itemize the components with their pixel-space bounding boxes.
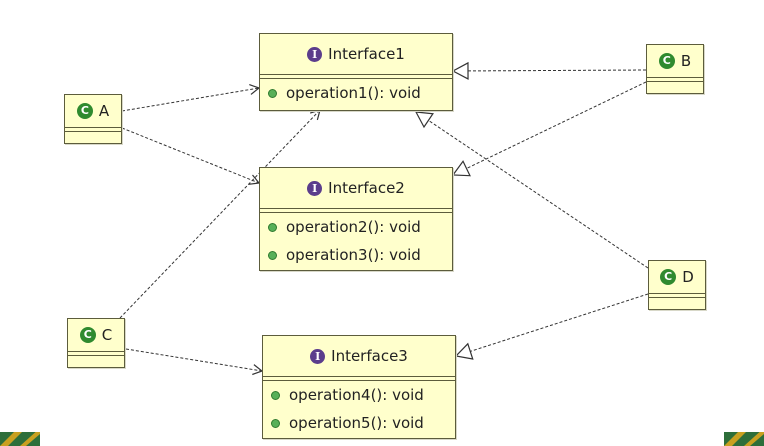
- class-b-box[interactable]: C B: [646, 44, 704, 94]
- dependency-a-to-interface2: [121, 127, 261, 185]
- realization-b-to-interface2: [451, 81, 647, 177]
- interface3-header: I Interface3: [263, 336, 455, 377]
- dependency-c-to-interface1: [119, 109, 321, 319]
- attribute-compartment: [68, 352, 124, 356]
- class-d-box[interactable]: C D: [648, 260, 706, 310]
- interface3-name: Interface3: [331, 347, 408, 365]
- corner-decoration-right: [724, 432, 764, 446]
- operation-row[interactable]: operation2(): void: [260, 213, 452, 241]
- corner-decoration-left: [0, 432, 40, 446]
- interface2-name: Interface2: [328, 179, 405, 197]
- attribute-compartment: [649, 294, 705, 298]
- class-a-box[interactable]: C A: [64, 94, 122, 144]
- realization-d-to-interface3: [454, 293, 649, 360]
- realization-b-to-interface1: [451, 61, 647, 80]
- class-c-name: C: [101, 326, 113, 344]
- attribute-compartment: [260, 75, 452, 79]
- operation-label: operation1(): void: [286, 84, 421, 102]
- interface2-header: I Interface2: [260, 168, 452, 209]
- interface3-box[interactable]: I Interface3 operation4(): void operatio…: [262, 335, 456, 439]
- class-b-name: B: [680, 52, 692, 70]
- public-method-icon: [268, 88, 277, 98]
- interface2-box[interactable]: I Interface2 operation2(): void operatio…: [259, 167, 453, 271]
- attribute-compartment: [647, 78, 703, 82]
- operation-row[interactable]: operation1(): void: [260, 79, 452, 107]
- interface-icon: I: [307, 180, 323, 196]
- interface1-header: I Interface1: [260, 34, 452, 75]
- operation-row[interactable]: operation4(): void: [263, 381, 455, 409]
- class-d-header: C D: [649, 261, 705, 294]
- interface-icon: I: [307, 46, 323, 62]
- operation-label: operation3(): void: [286, 246, 421, 264]
- public-method-icon: [268, 222, 277, 232]
- class-d-name: D: [682, 268, 694, 286]
- operation-label: operation4(): void: [289, 386, 424, 404]
- dependency-a-to-interface1: [121, 83, 261, 112]
- attribute-compartment: [260, 209, 452, 213]
- interface-icon: I: [310, 348, 326, 364]
- operation-label: operation2(): void: [286, 218, 421, 236]
- operation-label: operation5(): void: [289, 414, 424, 432]
- operation-row[interactable]: operation5(): void: [263, 409, 455, 437]
- interface1-box[interactable]: I Interface1 operation1(): void: [259, 33, 453, 111]
- public-method-icon: [268, 250, 277, 260]
- public-method-icon: [271, 390, 280, 400]
- class-a-name: A: [98, 102, 110, 120]
- class-icon: C: [660, 269, 677, 285]
- class-icon: C: [79, 327, 96, 343]
- class-b-header: C B: [647, 45, 703, 78]
- public-method-icon: [271, 418, 280, 428]
- interface1-name: Interface1: [328, 45, 405, 63]
- class-icon: C: [76, 103, 93, 119]
- class-icon: C: [658, 53, 675, 69]
- class-a-header: C A: [65, 95, 121, 128]
- operation-row[interactable]: operation3(): void: [260, 241, 452, 269]
- dependency-c-to-interface3: [125, 348, 264, 376]
- attribute-compartment: [263, 377, 455, 381]
- class-c-box[interactable]: C C: [67, 318, 125, 368]
- attribute-compartment: [65, 128, 121, 132]
- class-c-header: C C: [68, 319, 124, 352]
- realization-d-to-interface1: [414, 111, 649, 269]
